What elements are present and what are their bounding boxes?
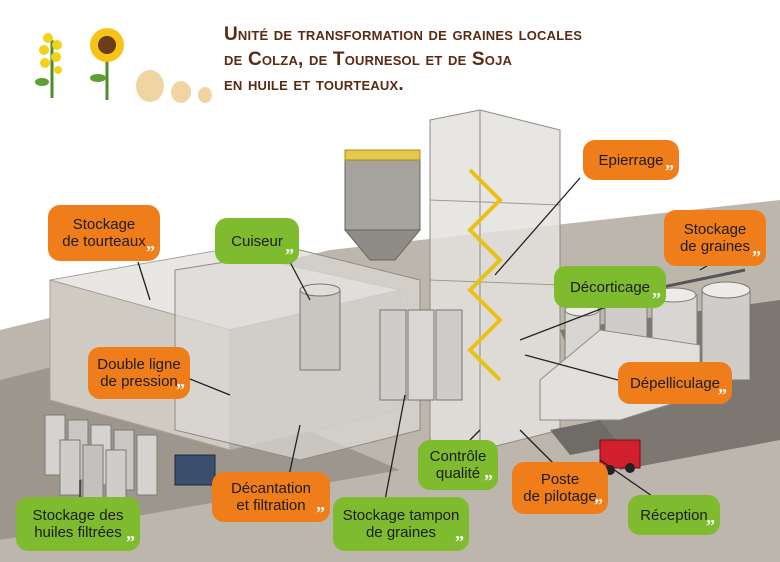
label-stockage-huiles: Stockage des huiles filtrées” [16, 497, 140, 551]
oil-storage-tanks [44, 414, 158, 506]
delivery-truck [550, 420, 641, 475]
label-text: Epierrage [598, 151, 664, 169]
label-epierrage: Epierrage” [583, 140, 679, 180]
label-text: Double ligne de pression [97, 356, 181, 390]
label-text: Stockage de graines [679, 221, 751, 255]
rapeseed-flower-icon [35, 33, 62, 98]
sunflower-icon [90, 28, 124, 100]
label-text: Cuiseur [231, 232, 283, 250]
soybean-icon [136, 70, 212, 103]
oil-truck [174, 454, 216, 486]
quote-icon: ” [718, 385, 727, 405]
label-depelliculage: Dépelliculage” [618, 362, 732, 404]
buffer-silo-3 [435, 309, 463, 401]
quote-icon: ” [316, 503, 325, 523]
quote-icon: ” [126, 532, 135, 552]
label-controle-qualite: Contrôle qualité” [418, 440, 498, 490]
staircase [467, 168, 503, 382]
label-text: Stockage tampon de graines [342, 507, 460, 541]
label-cuiseur: Cuiseur” [215, 218, 299, 264]
quote-icon: ” [752, 247, 761, 267]
title-line-3: en huile et tourteaux. [224, 74, 404, 95]
label-poste-pilotage: Poste de pilotage” [512, 462, 608, 514]
label-text: Stockage de tourteaux [62, 216, 146, 250]
cooker-vessel [299, 289, 341, 371]
label-decantation: Décantation et filtration” [212, 472, 330, 522]
process-hall [174, 249, 421, 461]
label-text: Décantation et filtration [230, 480, 312, 514]
title-line-2: de Colza, de Tournesol et de Soja [224, 49, 513, 70]
quote-icon: ” [285, 245, 294, 265]
quote-icon: ” [176, 380, 185, 400]
label-text: Poste de pilotage [523, 471, 597, 505]
label-double-ligne: Double ligne de pression” [88, 347, 190, 399]
label-decorticage: Décorticage” [554, 266, 666, 308]
label-text: Contrôle qualité [429, 448, 487, 482]
label-stockage-tampon: Stockage tampon de graines” [333, 497, 469, 551]
diagram-title: Unité de transformation de graines local… [224, 22, 764, 97]
quote-icon: ” [146, 242, 155, 262]
quote-icon: ” [665, 161, 674, 181]
quote-icon: ” [484, 471, 493, 491]
label-text: Stockage des huiles filtrées [32, 507, 124, 541]
label-reception: Réception” [628, 495, 720, 535]
quote-icon: ” [455, 532, 464, 552]
quote-icon: ” [706, 516, 715, 536]
buffer-silo-1 [379, 309, 407, 401]
label-text: Réception [640, 506, 708, 524]
quote-icon: ” [594, 495, 603, 515]
quote-icon: ” [652, 289, 661, 309]
title-line-1: Unité de transformation de graines local… [224, 24, 583, 45]
silo-hopper [344, 159, 421, 231]
label-text: Décorticage [569, 278, 651, 296]
label-stockage-graines: Stockage de graines” [664, 210, 766, 266]
buffer-silo-2 [407, 309, 435, 401]
label-text: Dépelliculage [629, 374, 721, 392]
label-stockage-tourteaux: Stockage de tourteaux” [48, 205, 160, 261]
